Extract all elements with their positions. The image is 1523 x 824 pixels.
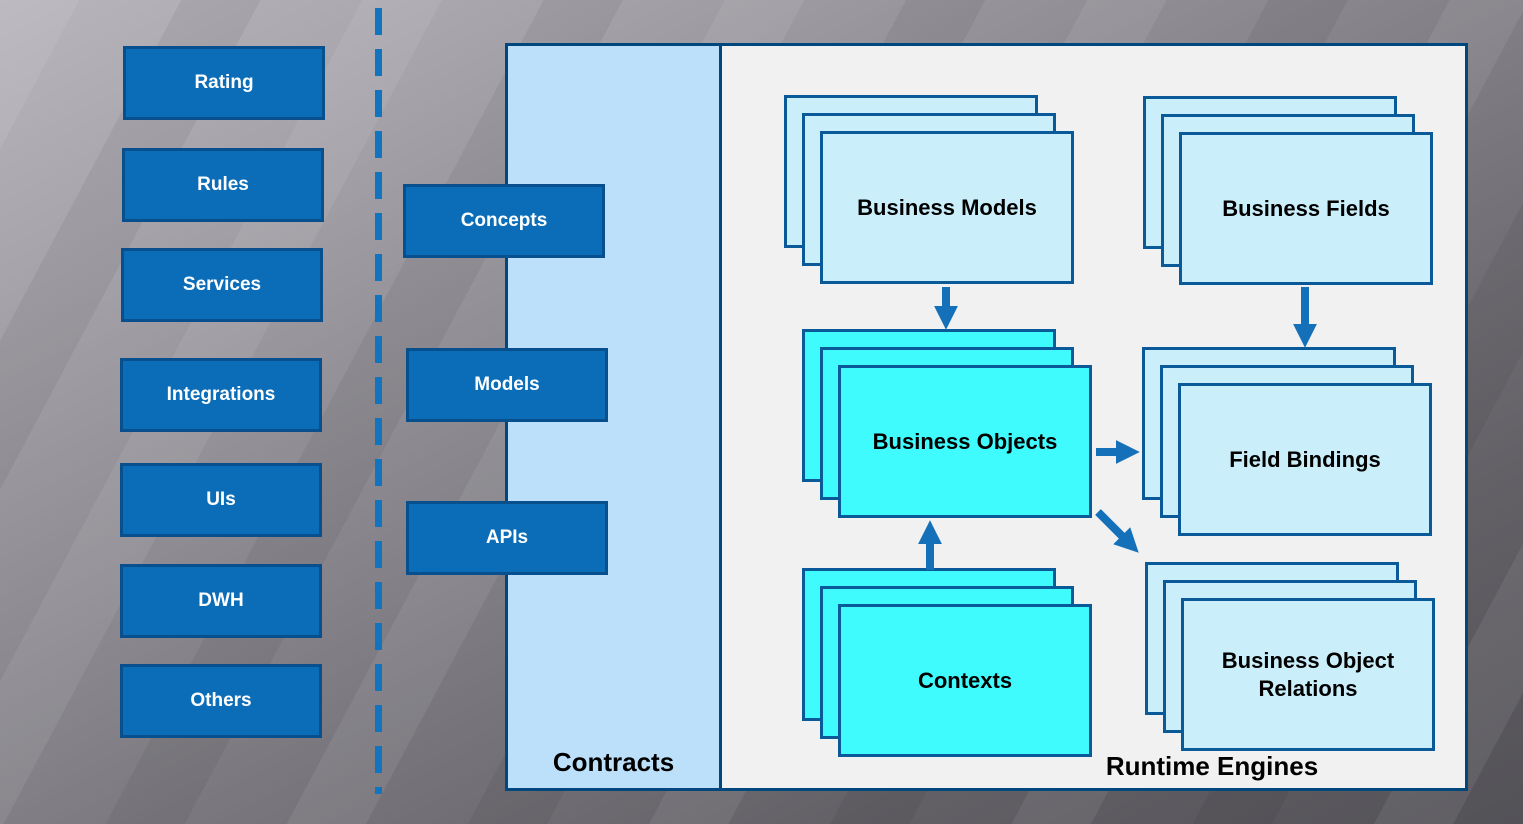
left-item-label: Rating <box>194 72 254 93</box>
left-item-rating: Rating <box>123 46 325 120</box>
stack-business-models: Business Models <box>784 95 1074 284</box>
stack-field-bindings: Field Bindings <box>1142 347 1432 536</box>
left-item-others: Others <box>120 664 322 738</box>
contracts-box-apis: APIs <box>406 501 608 575</box>
contracts-box-label: Concepts <box>460 210 548 231</box>
stack-label: Business Objects <box>872 428 1058 454</box>
left-item-label: Integrations <box>166 384 276 405</box>
contracts-box-label: Models <box>474 374 540 395</box>
left-item-uis: UIs <box>120 463 322 537</box>
left-item-integrations: Integrations <box>120 358 322 432</box>
stack-contexts: Contexts <box>802 568 1092 757</box>
left-item-label: UIs <box>206 489 236 510</box>
left-item-label: DWH <box>198 590 244 611</box>
runtime-engines-panel-title: Runtime Engines <box>1105 751 1319 781</box>
contracts-panel-title: Contracts <box>552 747 675 777</box>
stack-card-front: Business Object Relations <box>1181 598 1435 751</box>
contracts-box-concepts: Concepts <box>403 184 605 258</box>
stack-card-front: Business Objects <box>838 365 1092 518</box>
stack-card-front: Contexts <box>838 604 1092 757</box>
left-item-rules: Rules <box>122 148 324 222</box>
left-item-label: Services <box>182 274 262 295</box>
contracts-box-label: APIs <box>485 527 529 548</box>
stack-label: Business Fields <box>1222 195 1390 221</box>
stack-label: Business Object Relations <box>1221 648 1395 701</box>
left-item-label: Others <box>190 690 252 711</box>
left-item-label: Rules <box>197 174 249 195</box>
left-item-services: Services <box>121 248 323 322</box>
stack-label: Field Bindings <box>1229 446 1381 472</box>
stack-card-front: Business Models <box>820 131 1074 284</box>
left-item-dwh: DWH <box>120 564 322 638</box>
stack-card-front: Business Fields <box>1179 132 1433 285</box>
stack-card-front: Field Bindings <box>1178 383 1432 536</box>
stack-label: Business Models <box>857 194 1037 220</box>
stack-label: Contexts <box>917 667 1013 693</box>
stack-business-objects: Business Objects <box>802 329 1092 518</box>
stack-business-object-relations: Business Object Relations <box>1145 562 1435 751</box>
stack-business-fields: Business Fields <box>1143 96 1433 285</box>
dashed-separator-line <box>375 8 382 794</box>
contracts-box-models: Models <box>406 348 608 422</box>
